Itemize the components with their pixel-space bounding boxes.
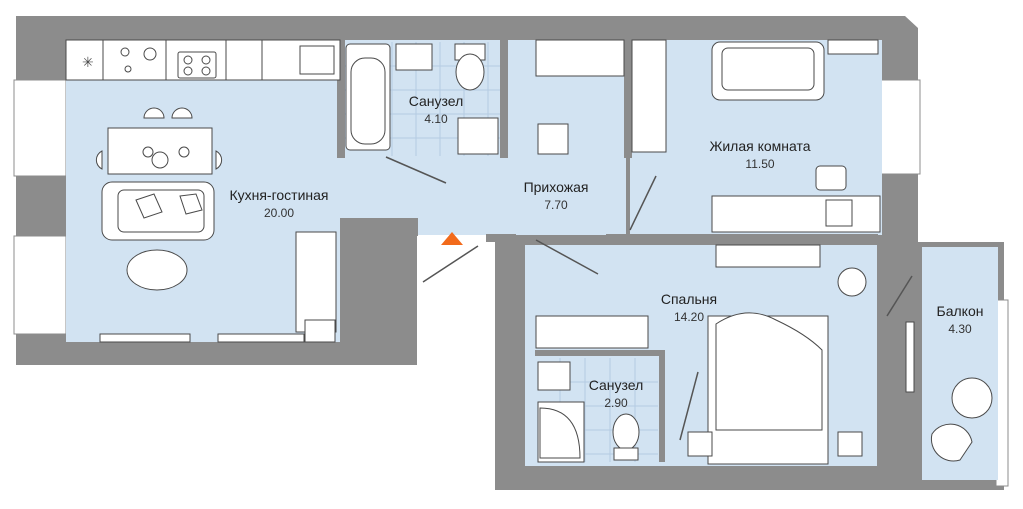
bedroom-furniture — [535, 244, 867, 465]
living-furniture — [631, 39, 881, 233]
bath2-fixtures — [537, 361, 640, 463]
windows — [13, 79, 1009, 487]
room-name: Кухня-гостиная — [229, 187, 329, 203]
coffee-table — [126, 249, 188, 291]
triangle-up-icon — [441, 232, 463, 245]
room-label-bedroom: Спальня 14.20 — [644, 290, 734, 326]
room-name: Санузел — [408, 93, 464, 109]
room-area: 4.10 — [424, 112, 448, 126]
floors — [66, 40, 998, 480]
room-area: 7.70 — [544, 198, 568, 212]
wardrobe-kitchen — [99, 231, 337, 343]
room-area: 4.30 — [948, 322, 972, 336]
room-area: 11.50 — [745, 157, 775, 171]
snowflake-icon: ✳ — [82, 55, 94, 71]
room-label-living: Жилая комната 11.50 — [694, 137, 826, 173]
room-area: 2.90 — [604, 396, 628, 410]
dining-table — [95, 107, 223, 175]
balcony-furniture — [905, 321, 993, 462]
room-name: Прихожая — [523, 179, 589, 195]
kitchen-counter — [65, 39, 341, 81]
room-name: Спальня — [660, 291, 718, 307]
room-label-kitchen: Кухня-гостиная 20.00 — [214, 186, 344, 222]
interior-walls — [337, 40, 922, 472]
sofa-kitchen — [101, 181, 215, 241]
room-name: Санузел — [588, 377, 644, 393]
room-label-bath1: Санузел 4.10 — [396, 92, 476, 128]
room-label-hall: Прихожая 7.70 — [508, 178, 604, 214]
room-name: Балкон — [936, 303, 984, 319]
hall-wardrobe — [535, 39, 625, 155]
door-swings — [385, 156, 913, 441]
room-label-balcony: Балкон 4.30 — [924, 302, 996, 338]
room-area: 20.00 — [263, 206, 295, 220]
room-area: 14.20 — [673, 310, 705, 324]
bath1-fixtures — [345, 43, 499, 155]
room-name: Жилая комната — [709, 138, 811, 154]
room-label-bath2: Санузел 2.90 — [578, 376, 654, 412]
